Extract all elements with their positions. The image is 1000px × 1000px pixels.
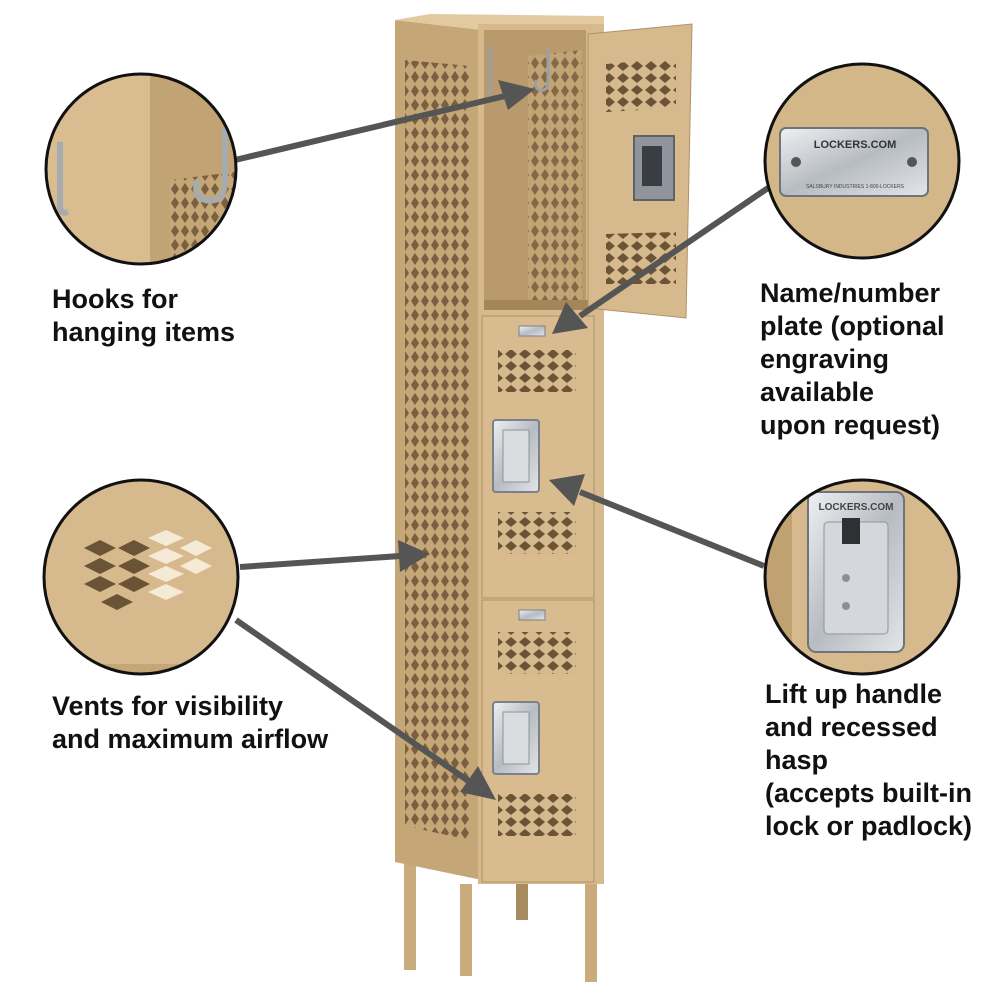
plate-brand-text: LOCKERS.COM <box>814 139 897 151</box>
compartment-shelf <box>484 300 588 310</box>
locker-leg <box>585 876 597 982</box>
locker-leg <box>516 884 528 920</box>
callout-arrows <box>234 80 770 800</box>
lock-hasp <box>842 518 860 544</box>
name-plate <box>779 127 929 197</box>
arrow-head <box>552 302 588 334</box>
hook-icon <box>57 142 70 216</box>
arrow-head <box>398 540 430 572</box>
handle-brand-text: LOCKERS.COM <box>819 502 894 513</box>
arrow-handle <box>578 489 766 569</box>
vent-holes <box>84 540 150 610</box>
hooks-label: Hooks for hanging items <box>52 284 236 347</box>
hooks-detail-circle <box>44 72 238 266</box>
bottom-vent-upper <box>498 632 576 674</box>
arrow-vents-side <box>239 553 401 570</box>
plate-detail-circle: LOCKERS.COM SALSBURY INDUSTRIES 1-800-LO… <box>763 62 961 260</box>
vents-detail-circle <box>42 478 240 676</box>
arrow-head <box>549 474 585 506</box>
bottom-vent-lower <box>498 794 576 836</box>
locker-leg <box>404 860 416 970</box>
locker-leg <box>460 884 472 976</box>
arrow-head <box>498 80 535 110</box>
hook-icon <box>534 50 550 92</box>
locker-side-mesh <box>405 60 470 840</box>
plate-label: Name/number plate (optional engraving av… <box>760 278 945 440</box>
middle-vent-lower <box>498 512 576 554</box>
hook-icon <box>193 128 228 204</box>
compartment-back-mesh <box>528 50 582 300</box>
door-vent-lower <box>606 232 676 284</box>
arrow-vents-door <box>234 617 472 785</box>
vents-label: Vents for visibility and maximum airflow <box>52 691 329 754</box>
arrow-plate <box>578 185 770 319</box>
locker <box>395 14 693 982</box>
door-vent-upper <box>606 58 676 112</box>
handle-label: Lift up handle and recessed hasp (accept… <box>765 679 973 841</box>
middle-vent-upper <box>498 350 576 392</box>
arrow-head <box>460 766 496 800</box>
bottom-number-plate <box>518 609 546 621</box>
middle-number-plate <box>518 325 546 337</box>
handle-detail-circle: LOCKERS.COM <box>763 478 961 676</box>
arrow-hooks <box>234 93 506 163</box>
plate-subtext: SALSBURY INDUSTRIES 1-800-LOCKERS <box>806 184 905 190</box>
